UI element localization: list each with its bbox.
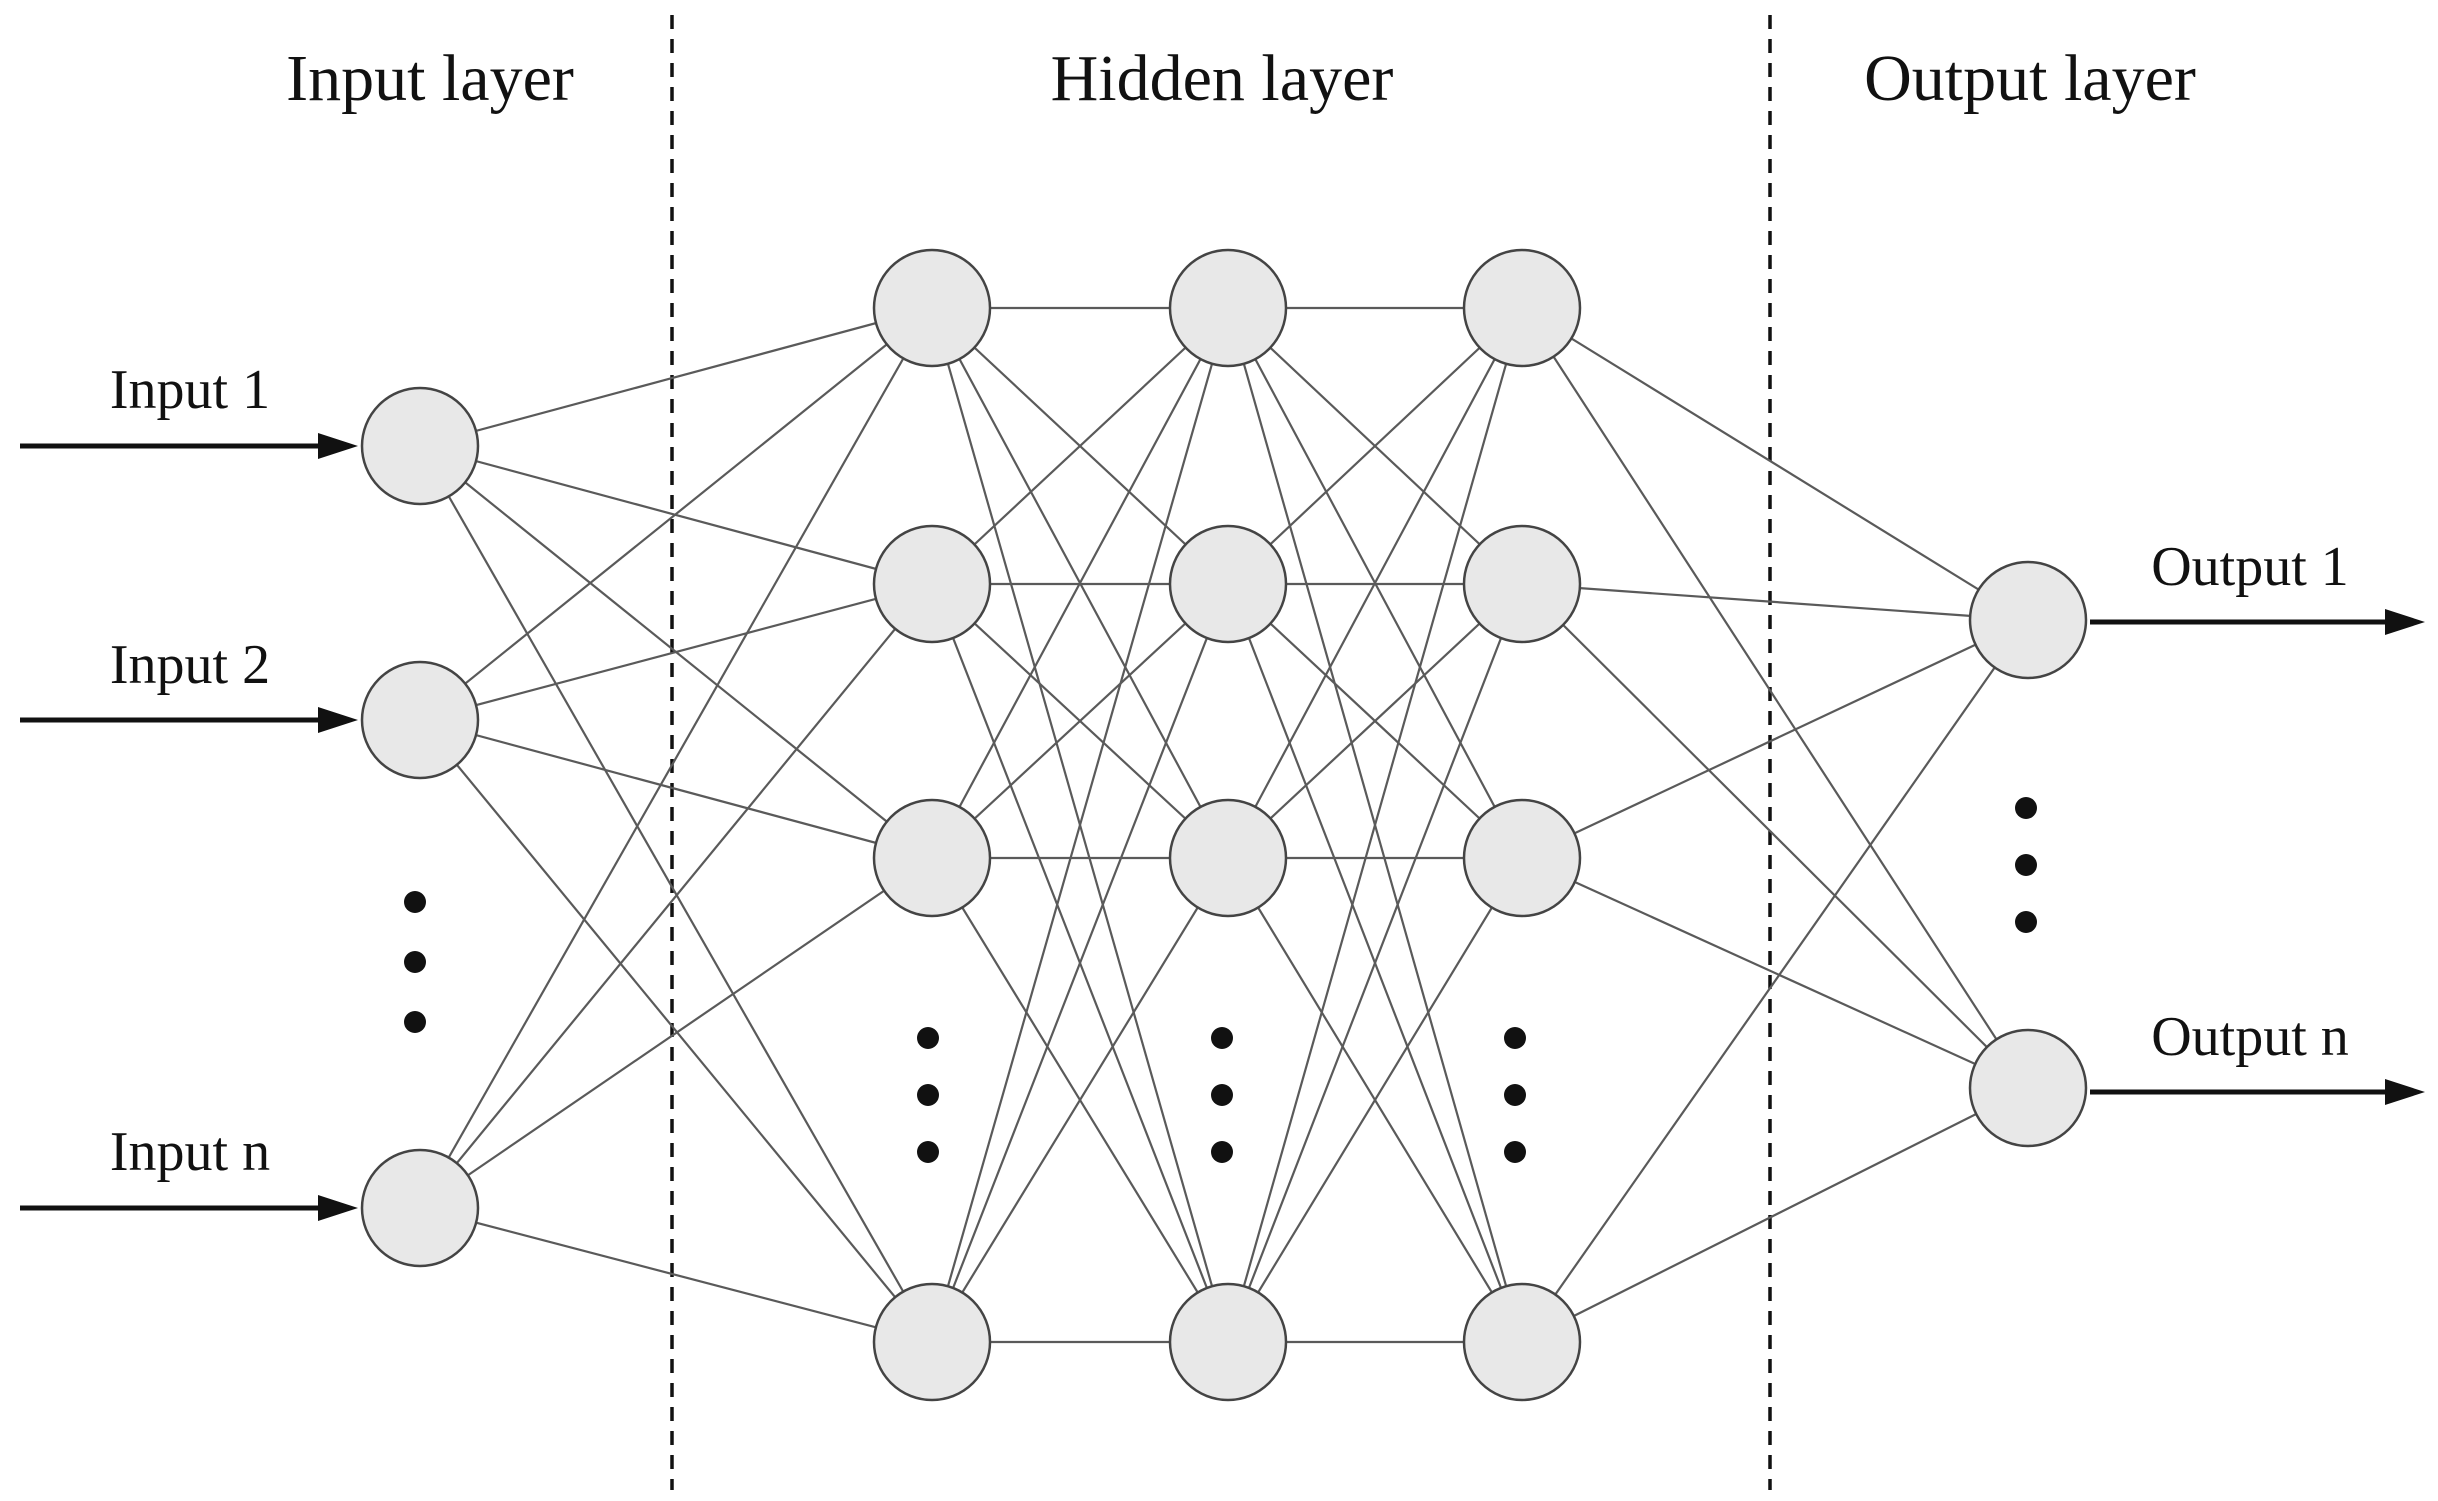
hidden-3-node-1: [1462, 248, 1582, 368]
hidden-1-ellipsis-dot-2: [917, 1084, 939, 1106]
hidden-2-node-2: [1168, 524, 1288, 644]
connection-hidden-3-2-to-output-2: [1521, 583, 2029, 1089]
connection-input-3-to-hidden-1-2: [419, 583, 933, 1209]
input-label-1: Input 1: [110, 359, 270, 421]
hidden-3-node-2: [1462, 524, 1582, 644]
input-node-1: [360, 386, 480, 506]
connections: [419, 306, 2029, 1344]
hidden-3-ellipsis-dot-1: [1504, 1027, 1526, 1049]
connection-input-2-to-hidden-1-4: [419, 719, 933, 1343]
connection-hidden-2-4-to-hidden-3-2: [1226, 583, 1524, 1343]
hidden-3-ellipsis-dot-2: [1504, 1084, 1526, 1106]
connection-input-2-to-hidden-1-2: [419, 582, 933, 722]
connection-hidden-2-4-to-hidden-3-3: [1227, 857, 1523, 1343]
output-layer-title: Output layer: [1864, 42, 2196, 115]
output-node-2: [1968, 1028, 2088, 1148]
input-label-n: Input n: [110, 1121, 270, 1183]
hidden-1-ellipsis-dot-1: [917, 1027, 939, 1049]
output-label-1: Output 1: [2151, 536, 2349, 598]
output-arrow-1: [2090, 609, 2425, 635]
connection-hidden-3-3-to-output-2: [1521, 856, 2029, 1090]
input-ellipsis-dot-2: [404, 951, 426, 973]
connection-hidden-1-4-to-hidden-2-3: [931, 857, 1229, 1343]
hidden-3-node-4: [1462, 1282, 1582, 1402]
output-node-1: [1968, 560, 2088, 680]
output-ellipsis-dot-3: [2015, 911, 2037, 933]
input-node-2: [360, 660, 480, 780]
hidden-2-node-1: [1168, 248, 1288, 368]
hidden-3-node-3: [1462, 798, 1582, 918]
output-label-n: Output n: [2151, 1006, 2349, 1068]
hidden-1-node-1: [872, 248, 992, 368]
connection-hidden-2-2-to-hidden-3-1: [1227, 307, 1523, 585]
neurons: [360, 248, 2088, 1402]
connection-hidden-1-4-to-hidden-2-1: [930, 307, 1230, 1343]
connection-hidden-3-2-to-output-1: [1521, 582, 2029, 622]
connection-hidden-3-3-to-output-1: [1521, 619, 2029, 859]
connection-input-1-to-hidden-1-4: [419, 445, 933, 1343]
hidden-2-ellipsis-dot-2: [1211, 1084, 1233, 1106]
connection-hidden-3-1-to-output-2: [1521, 307, 2029, 1089]
connection-hidden-3-1-to-output-1: [1521, 307, 2029, 621]
connection-hidden-2-4-to-hidden-3-1: [1226, 307, 1524, 1343]
hidden-2-node-3: [1168, 798, 1288, 918]
hidden-2-ellipsis-dot-3: [1211, 1141, 1233, 1163]
input-arrow-1: [20, 433, 358, 459]
connection-hidden-1-2-to-hidden-2-1: [931, 307, 1229, 585]
connection-input-3-to-hidden-1-3: [419, 857, 933, 1209]
connection-hidden-2-3-to-hidden-3-1: [1227, 307, 1523, 859]
connection-input-1-to-hidden-1-1: [419, 306, 933, 448]
hidden-2-ellipsis-dot-1: [1211, 1027, 1233, 1049]
input-label-2: Input 2: [110, 634, 270, 696]
connection-hidden-3-4-to-output-2: [1521, 1087, 2029, 1343]
connection-input-2-to-hidden-1-3: [419, 718, 933, 860]
input-ellipsis-dot-1: [404, 891, 426, 913]
input-arrow-n: [20, 1195, 358, 1221]
hidden-layer-title: Hidden layer: [1051, 42, 1394, 115]
hidden-2-node-4: [1168, 1282, 1288, 1402]
connection-hidden-1-3-to-hidden-2-1: [931, 307, 1229, 859]
input-ellipsis-dot-3: [404, 1011, 426, 1033]
output-arrow-n: [2090, 1079, 2425, 1105]
output-ellipsis-dot-1: [2015, 797, 2037, 819]
hidden-3-ellipsis-dot-3: [1504, 1141, 1526, 1163]
input-layer-title: Input layer: [286, 42, 574, 115]
output-ellipsis-dot-2: [2015, 854, 2037, 876]
connection-hidden-1-4-to-hidden-2-2: [930, 583, 1230, 1343]
hidden-1-ellipsis-dot-3: [917, 1141, 939, 1163]
input-arrow-2: [20, 707, 358, 733]
hidden-1-node-4: [872, 1282, 992, 1402]
ellipsis-markers: [404, 797, 2037, 1163]
hidden-1-node-3: [872, 798, 992, 918]
connection-hidden-2-3-to-hidden-3-2: [1227, 583, 1523, 859]
connection-input-2-to-hidden-1-1: [419, 307, 933, 721]
connection-hidden-3-4-to-output-1: [1521, 619, 2029, 1343]
input-node-3: [360, 1148, 480, 1268]
connection-input-3-to-hidden-1-1: [419, 307, 933, 1209]
connection-input-3-to-hidden-1-4: [419, 1206, 933, 1344]
hidden-1-node-2: [872, 524, 992, 644]
connection-hidden-1-3-to-hidden-2-2: [931, 583, 1229, 859]
